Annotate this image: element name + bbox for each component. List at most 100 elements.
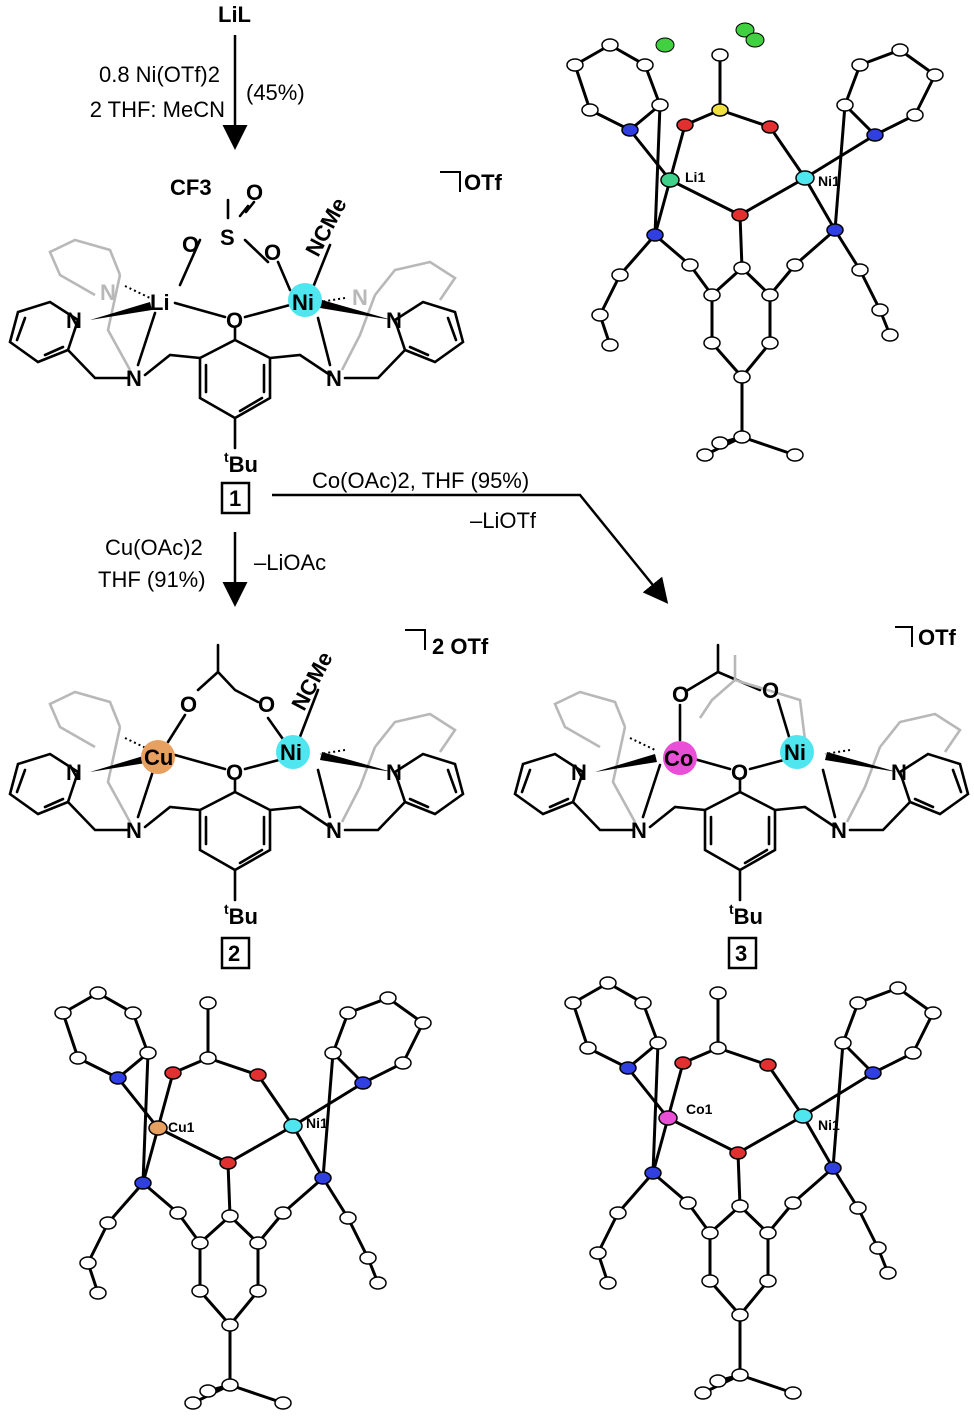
carbon-atom [591, 308, 609, 322]
bond-line [86, 1222, 110, 1264]
bond-line [737, 1114, 804, 1155]
bond-line [573, 64, 592, 111]
oxygen-atom [731, 208, 749, 222]
oxygen-label: O [258, 692, 275, 717]
carbon-atom [881, 328, 899, 342]
oxygen-label: O [180, 692, 197, 717]
n-label: N [326, 366, 342, 391]
bond-line [156, 1072, 175, 1129]
carbon-atom [249, 1236, 267, 1250]
fluorine-atom [655, 37, 675, 53]
bond-line [598, 274, 622, 316]
tbu-label: Bu [229, 452, 258, 477]
bond-line [708, 1280, 742, 1316]
carbon-atom [696, 448, 714, 462]
carbon-atom [836, 98, 854, 112]
bond-line [282, 1176, 324, 1215]
carbon-atom [649, 1036, 667, 1050]
carbon-atom [139, 1046, 157, 1060]
carbon-atom [199, 1384, 217, 1398]
nitrogen-atom [824, 1161, 842, 1175]
nitrogen-atom [646, 228, 664, 242]
bond-line [207, 1056, 259, 1077]
carbon-atom [701, 1274, 719, 1288]
metal-co-label: Co [664, 746, 693, 771]
carbon-atom [199, 1051, 217, 1065]
bond-line [719, 108, 771, 129]
bond-line [618, 234, 657, 276]
oxygen-label: O [672, 682, 689, 707]
carbon-atom [871, 303, 889, 317]
nitrogen-atom [864, 1066, 882, 1080]
carbon-atom [733, 261, 751, 275]
carbon-atom [414, 1016, 432, 1030]
bond-line [626, 1067, 670, 1119]
crystal-structure-3 [564, 976, 942, 1400]
tbu-sup: t [729, 901, 734, 917]
bond-line [913, 74, 937, 116]
oxygen-label: O [182, 232, 199, 257]
carbon-atom [191, 1236, 209, 1250]
carbon-atom [784, 1196, 802, 1210]
metal-ni-label: Ni [280, 740, 302, 765]
n-label: N [326, 818, 342, 843]
bond-line [141, 1127, 160, 1184]
carbon-atom [339, 1006, 357, 1020]
bond-line [106, 1182, 145, 1224]
bond-line [831, 1042, 845, 1169]
carbon-atom [924, 1006, 942, 1020]
carbon-atom [851, 58, 869, 72]
bond-line [571, 1002, 590, 1049]
carbon-atom [731, 1368, 749, 1382]
carbon-atom [634, 996, 652, 1010]
xtal-ni1-label: Ni1 [818, 173, 840, 189]
metal-atom-cu [148, 1120, 168, 1136]
oxygen-label: O [264, 240, 281, 265]
carbon-atom [679, 1196, 697, 1210]
carbon-atom [579, 1041, 597, 1055]
carbon-atom [849, 1201, 867, 1215]
carbon-atom [636, 58, 654, 72]
carbon-atom [369, 1276, 387, 1290]
svg-text:tBu: tBu [224, 449, 258, 477]
complex-3-structure: O O Co Ni O N N N N tBu OTf 3 [513, 625, 970, 970]
carbon-atom [761, 336, 779, 350]
carbon-atom [711, 436, 729, 450]
bond-line [666, 1062, 685, 1119]
bond-line [157, 1126, 229, 1165]
bond-line [346, 1217, 370, 1259]
bond-line [61, 1012, 80, 1059]
n-label: N [831, 818, 847, 843]
step3-reagent: Co(OAc)2, THF (95%) [312, 468, 529, 493]
bond-line [628, 129, 672, 181]
xtal-ni1-label: Ni1 [306, 1115, 328, 1131]
compound-number-2: 2 [228, 941, 240, 966]
carbon-atom [184, 1396, 202, 1410]
phenoxide-o-label: O [226, 308, 243, 333]
fluorine-atom [735, 22, 755, 38]
bond-line [738, 214, 744, 269]
carbon-atom [274, 1206, 292, 1220]
fluorine-atom [745, 32, 765, 48]
ncme-label: NCMe [300, 194, 351, 261]
ncme-label: NCMe [286, 648, 337, 715]
nitrogen-atom [109, 1071, 127, 1085]
xtal-li1-label: Li1 [685, 169, 705, 185]
bond-line [116, 1077, 160, 1129]
carbon-atom [761, 288, 779, 302]
crystal-structure-2 [54, 986, 432, 1410]
bond-line [291, 1125, 325, 1179]
bond-line [833, 229, 862, 271]
nitrogen-atom [826, 223, 844, 237]
oxygen-atom [676, 118, 694, 132]
step1-reagent: 0.8 Ni(OTf)2 [99, 62, 220, 87]
bond-line [794, 228, 836, 267]
carbon-atom [169, 1206, 187, 1220]
svg-text:tBu: tBu [224, 901, 258, 929]
carbon-atom [904, 1046, 922, 1060]
step1-solvent: 2 THF: MeCN [90, 97, 225, 122]
bond-line [667, 1116, 739, 1155]
carbon-atom [249, 1284, 267, 1298]
carbon-atom [879, 1266, 897, 1280]
